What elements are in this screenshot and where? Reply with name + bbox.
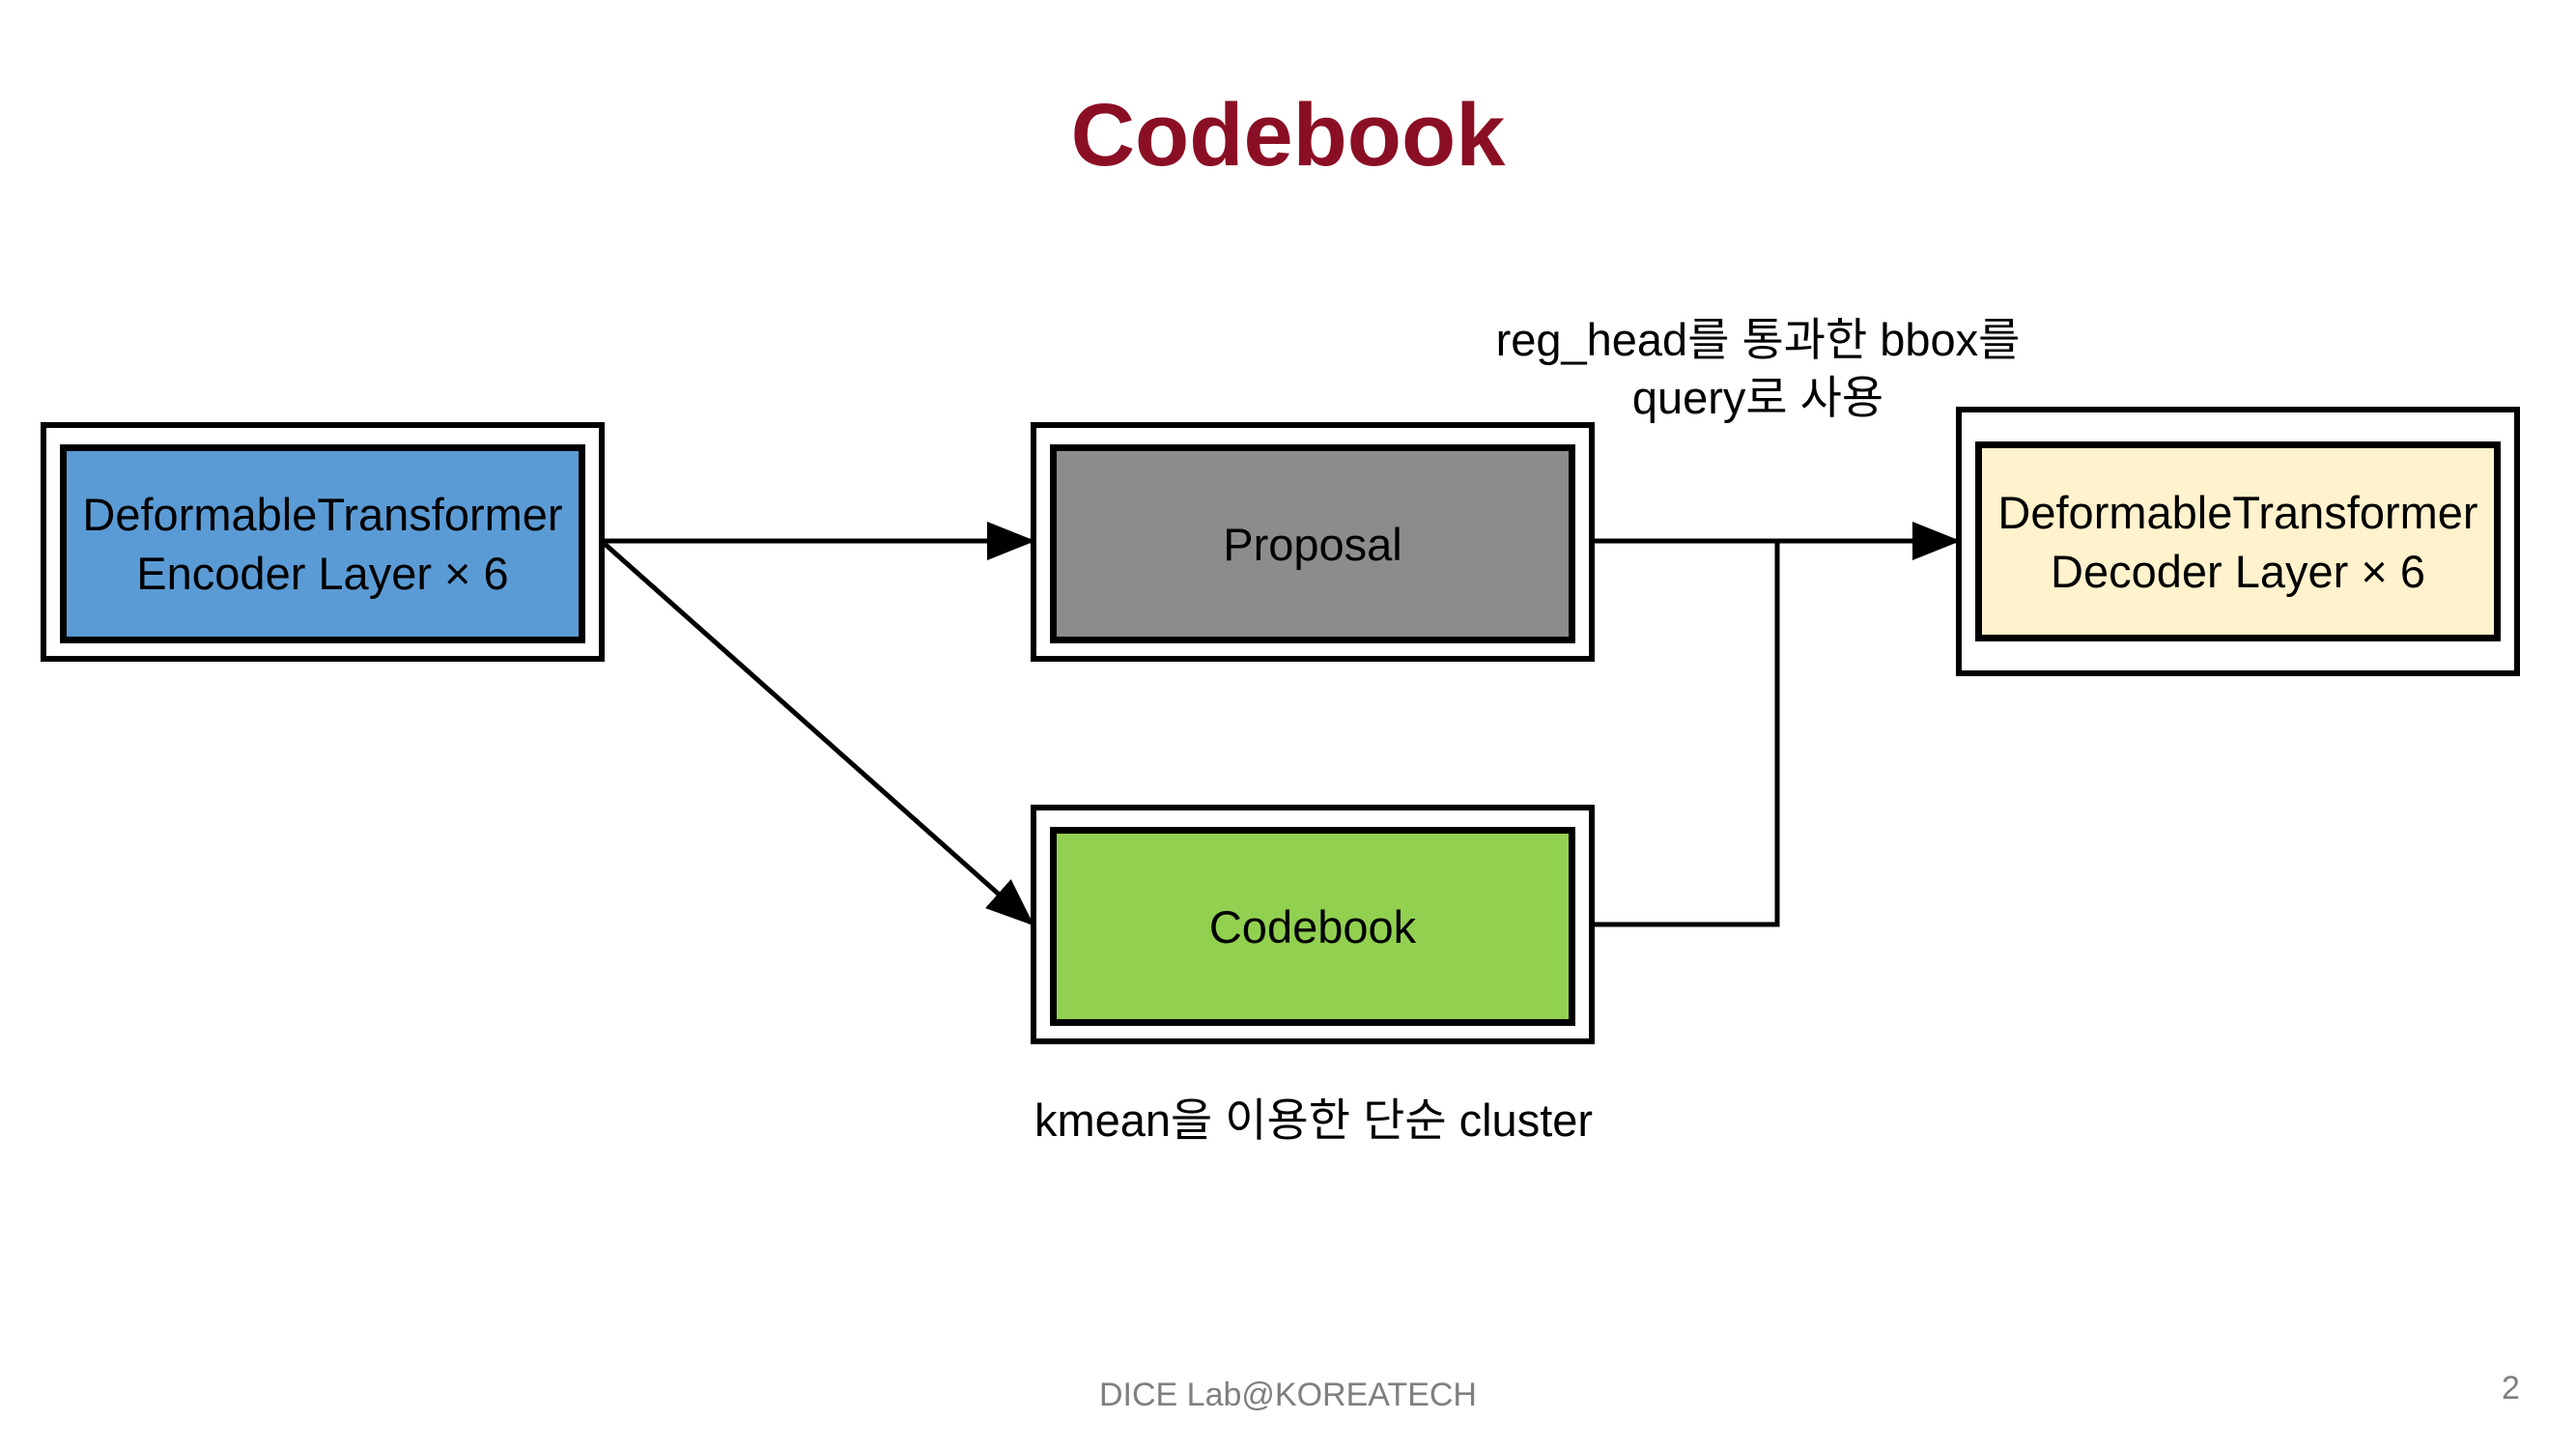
decoder-label-line1: DeformableTransformer [1997, 486, 2478, 538]
proposal-box: Proposal [1050, 444, 1575, 643]
proposal-annotation-line2: query로 사용 [1631, 372, 1884, 423]
arrow-encoder-to-codebook [603, 542, 1034, 926]
codebook-label: Codebook [1208, 900, 1417, 952]
slide-title: Codebook [1070, 86, 1506, 185]
proposal-annotation: reg_head를 통과한 bbox를 query로 사용 [1458, 311, 2057, 427]
codebook-annotation: kmean을 이용한 단순 cluster [1033, 1094, 1594, 1146]
decoder-label-line2: Decoder Layer × 6 [2051, 545, 2425, 597]
encoder-label-line1: DeformableTransformer [82, 489, 563, 540]
encoder-label-line2: Encoder Layer × 6 [136, 548, 509, 599]
proposal-label: Proposal [1223, 518, 1402, 570]
proposal-annotation-line1: reg_head를 통과한 bbox를 [1495, 314, 2021, 365]
page-number: 2 [2502, 1370, 2520, 1406]
connector-codebook-to-decoder [1595, 541, 1780, 927]
codebook-box: Codebook [1050, 827, 1575, 1026]
decoder-box: DeformableTransformer Decoder Layer × 6 [1975, 441, 2501, 641]
footer-text: DICE Lab@KOREATECH [1099, 1377, 1477, 1413]
encoder-box: DeformableTransformer Encoder Layer × 6 [60, 444, 585, 643]
